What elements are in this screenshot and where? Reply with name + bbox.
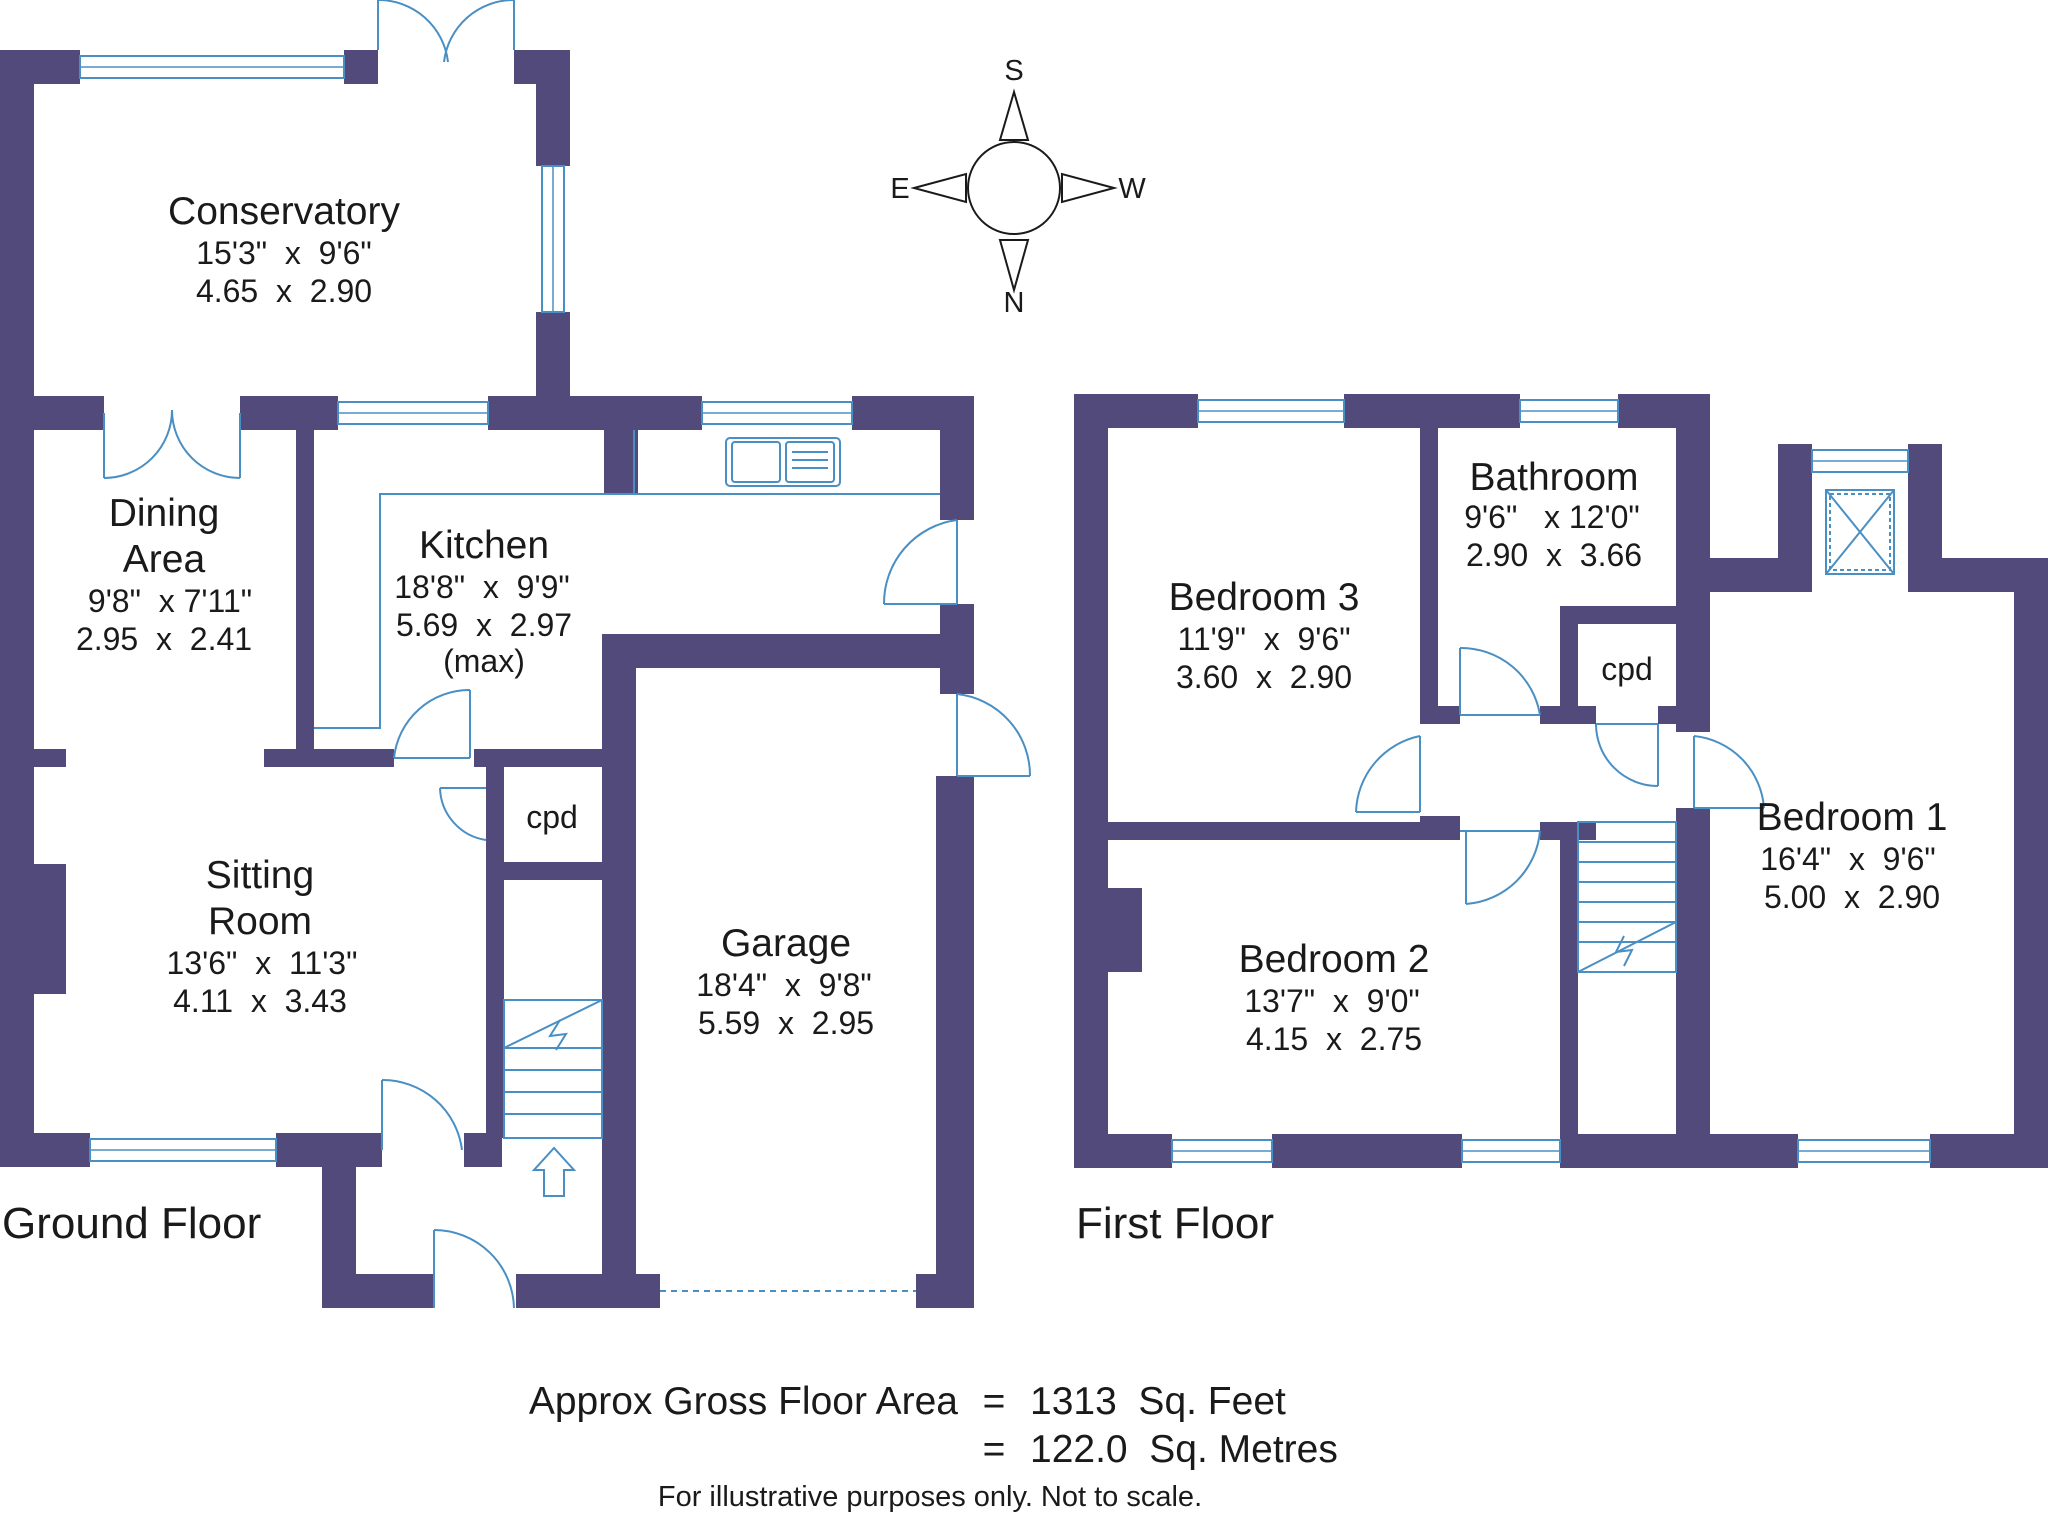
room-dimensions-metric: 3.60 x 2.90: [1176, 659, 1352, 695]
area-equals-1: =: [983, 1380, 1006, 1423]
ground-window-glazing: [80, 66, 852, 1151]
room-dimensions-imperial: 13'6" x 11'3": [167, 945, 358, 981]
room-dimensions-metric: 5.69 x 2.97: [396, 607, 572, 643]
area-value-feet: 1313 Sq. Feet: [1030, 1380, 1286, 1423]
first-floor-fixtures: [1355, 489, 1895, 973]
room-name: Conservatory: [168, 190, 400, 233]
room-dimensions-imperial: 9'6" x 12'0": [1464, 499, 1639, 535]
ground-floor-walls: [0, 50, 974, 1308]
room-dimensions-metric: 5.00 x 2.90: [1764, 879, 1940, 915]
room-dimensions-imperial: 9'8" x 7'11": [88, 583, 252, 619]
room-name: Kitchen: [419, 524, 549, 567]
compass-north-label: N: [1004, 287, 1025, 319]
compass-south-label: S: [1004, 55, 1023, 87]
area-label: Approx Gross Floor Area: [529, 1380, 958, 1423]
compass-icon: [910, 88, 1118, 294]
compass-west-label: W: [1118, 173, 1146, 205]
ground-floor-fixtures: [103, 0, 1032, 1309]
room-bedroom-1: Bedroom 1 16'4" x 9'6" 5.00 x 2.90: [1757, 796, 1948, 915]
room-name-line1: Sitting: [206, 854, 314, 897]
room-dimensions-metric: 4.15 x 2.75: [1246, 1021, 1422, 1057]
room-dimensions-metric: 2.95 x 2.41: [76, 621, 252, 657]
room-bedroom-2: Bedroom 2 13'7" x 9'0" 4.15 x 2.75: [1239, 938, 1430, 1057]
room-dimensions-note: (max): [443, 643, 525, 679]
room-dining-area: Dining Area 9'8" x 7'11" 2.95 x 2.41: [76, 492, 252, 657]
first-floor-title: First Floor: [1076, 1199, 1274, 1248]
room-dimensions-metric: 4.65 x 2.90: [196, 273, 372, 309]
room-name-line2: Room: [208, 900, 312, 943]
room-bedroom-3: Bedroom 3 11'9" x 9'6" 3.60 x 2.90: [1169, 576, 1360, 695]
room-name: Bedroom 2: [1239, 938, 1430, 981]
room-dimensions-metric: 4.11 x 3.43: [173, 983, 347, 1019]
room-dimensions-imperial: 18'8" x 9'9": [394, 569, 569, 605]
room-dimensions-metric: 2.90 x 3.66: [1466, 537, 1642, 573]
room-sitting-room: Sitting Room 13'6" x 11'3" 4.11 x 3.43: [167, 854, 358, 1019]
room-kitchen: Kitchen 18'8" x 9'9" 5.69 x 2.97 (max): [394, 524, 572, 679]
room-dimensions-imperial: 11'9" x 9'6": [1177, 621, 1350, 657]
room-name: Bedroom 3: [1169, 576, 1360, 619]
disclaimer: For illustrative purposes only. Not to s…: [658, 1481, 1202, 1513]
room-garage: Garage 18'4" x 9'8" 5.59 x 2.95: [696, 922, 874, 1041]
room-bathroom: Bathroom 9'6" x 12'0" 2.90 x 3.66: [1464, 456, 1642, 573]
room-name-line2: Area: [123, 538, 206, 581]
area-value-metres: 122.0 Sq. Metres: [1030, 1428, 1338, 1471]
room-dimensions-imperial: 18'4" x 9'8": [696, 967, 871, 1003]
room-dimensions-metric: 5.59 x 2.95: [698, 1005, 874, 1041]
room-name: Garage: [721, 922, 851, 965]
room-name-line1: Dining: [109, 492, 220, 535]
first-cupboard-label: cpd: [1601, 651, 1653, 687]
room-conservatory: Conservatory 15'3" x 9'6" 4.65 x 2.90: [168, 190, 400, 309]
room-name: Bedroom 1: [1757, 796, 1948, 839]
ground-cupboard-label: cpd: [526, 799, 578, 835]
room-dimensions-imperial: 15'3" x 9'6": [196, 235, 371, 271]
floor-area-summary: Approx Gross Floor Area = 1313 Sq. Feet …: [529, 1380, 1338, 1471]
ground-floor-title: Ground Floor: [2, 1199, 261, 1248]
room-dimensions-imperial: 13'7" x 9'0": [1244, 983, 1419, 1019]
room-name: Bathroom: [1469, 456, 1638, 499]
area-equals-2: =: [983, 1428, 1006, 1471]
room-dimensions-imperial: 16'4" x 9'6": [1760, 841, 1935, 877]
first-window-glazing: [1172, 410, 1930, 1152]
compass-east-label: E: [890, 173, 909, 205]
first-floor-walls: [1074, 394, 2048, 1168]
